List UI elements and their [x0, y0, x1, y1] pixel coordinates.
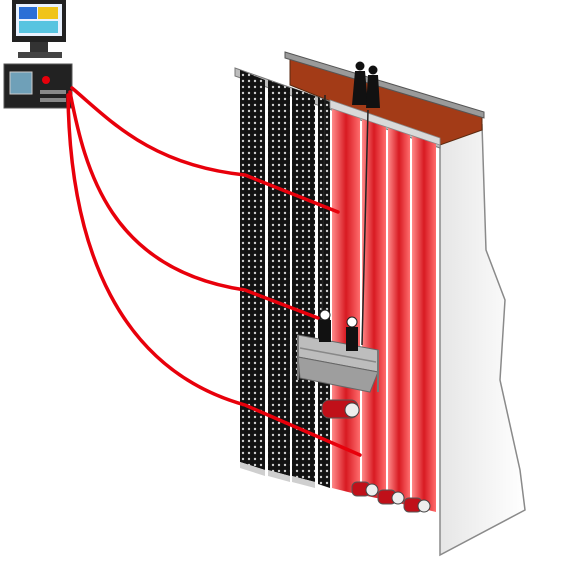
concrete-wall	[289, 54, 526, 557]
platform-icon	[297, 94, 379, 393]
control-unit-icon	[3, 63, 73, 109]
red-heating-panels	[329, 99, 441, 512]
dark-panels	[240, 70, 330, 488]
cable-lines	[66, 86, 362, 457]
monitor-icon	[12, 0, 66, 58]
worker-icon	[319, 61, 380, 351]
roller-icon	[321, 399, 431, 513]
